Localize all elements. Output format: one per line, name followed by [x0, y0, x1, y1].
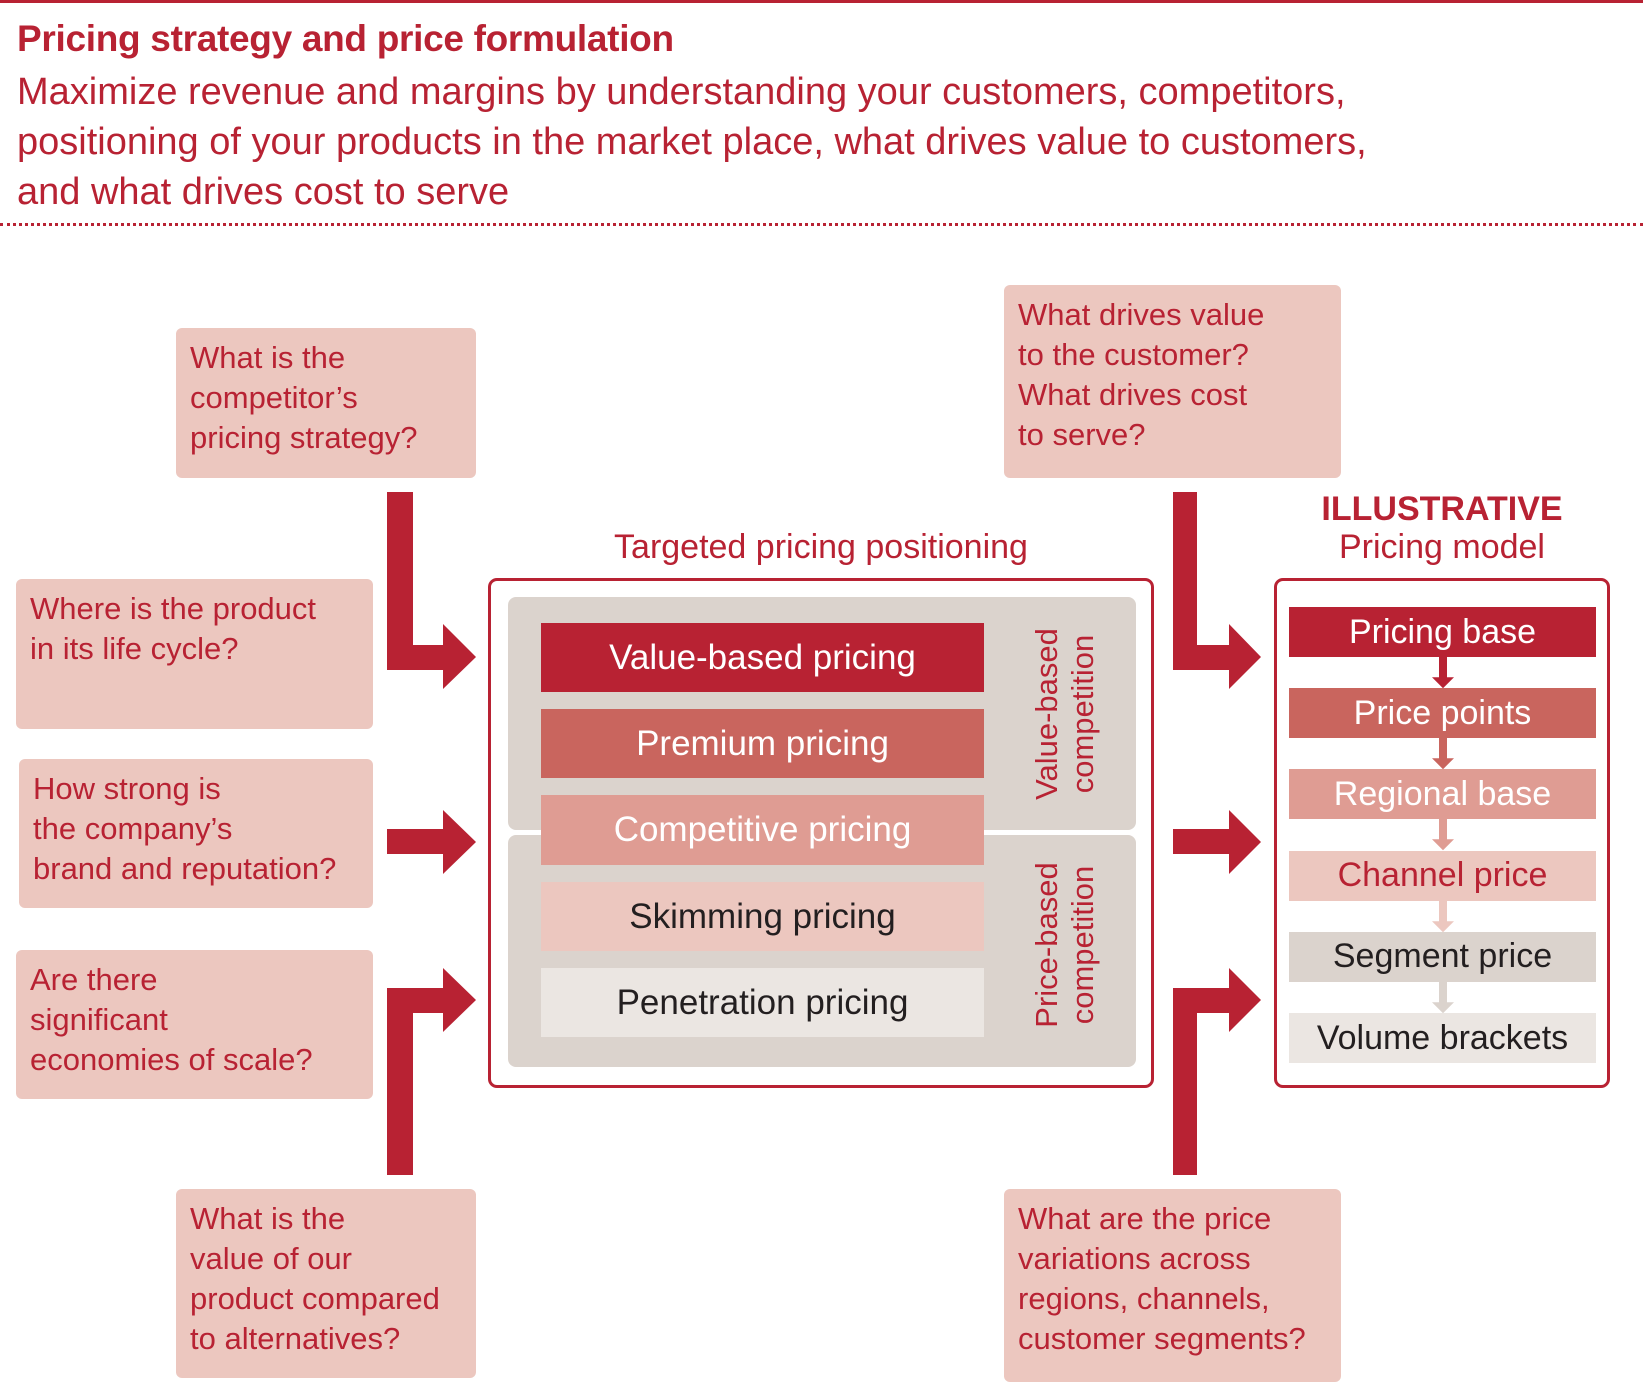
question-line: the company’s: [33, 811, 233, 846]
positioning-title: Targeted pricing positioning: [614, 528, 1028, 566]
question-line: regions, channels,: [1018, 1281, 1270, 1316]
subtitle-line: positioning of your products in the mark…: [17, 121, 1367, 163]
strategy-label: Premium pricing: [636, 723, 889, 763]
question-economies-of-scale: Are there significant economies of scale…: [16, 950, 373, 1099]
pricing-step-channel-price: Channel price: [1289, 850, 1596, 901]
price-based-competition-label: Price-based competition: [1029, 850, 1101, 1040]
strategy-premium: Premium pricing: [541, 709, 984, 778]
arrow-brand-to-positioning: [387, 810, 476, 874]
top-rule: [0, 0, 1643, 3]
strategy-skimming: Skimming pricing: [541, 882, 984, 951]
down-arrow-icon: [1431, 738, 1454, 770]
question-line: to the customer?: [1018, 337, 1249, 372]
question-line: What drives value: [1018, 297, 1265, 332]
arrow-variations-to-model: [1173, 968, 1261, 1175]
arrow-competitor-to-positioning: [387, 492, 476, 689]
question-line: competitor’s: [190, 380, 358, 415]
pricing-step-label: Price points: [1353, 693, 1532, 732]
question-life-cycle: Where is the product in its life cycle?: [16, 579, 373, 729]
down-arrow-icon: [1431, 657, 1454, 689]
pricing-step-pricing-base: Pricing base: [1289, 607, 1596, 657]
subtitle-line: and what drives cost to serve: [17, 171, 510, 213]
question-line: to alternatives?: [190, 1321, 401, 1356]
question-price-variations: What are the price variations across reg…: [1004, 1189, 1341, 1382]
question-line: brand and reputation?: [33, 851, 337, 886]
arrow-positioning-to-model: [1173, 810, 1261, 874]
page-title: Pricing strategy and price formulation: [17, 18, 674, 59]
dotted-divider: [0, 223, 1643, 226]
question-line: customer segments?: [1018, 1321, 1306, 1356]
strategy-label: Penetration pricing: [616, 982, 909, 1022]
arrow-drivers-to-model: [1173, 492, 1261, 689]
strategy-penetration: Penetration pricing: [541, 968, 984, 1037]
pricing-step-label: Regional base: [1333, 774, 1552, 813]
strategy-label: Skimming pricing: [629, 896, 896, 936]
group-label-line: competition: [1065, 634, 1100, 794]
down-arrow-icon: [1431, 900, 1454, 932]
subtitle-line: Maximize revenue and margins by understa…: [17, 71, 1346, 113]
pricing-model-title: Pricing model: [1339, 528, 1545, 566]
question-line: significant: [30, 1002, 168, 1037]
question-line: What is the: [190, 340, 346, 375]
question-line: How strong is: [33, 771, 221, 806]
pricing-step-segment-price: Segment price: [1289, 931, 1596, 982]
pricing-step-label: Volume brackets: [1316, 1018, 1569, 1057]
strategy-label: Competitive pricing: [613, 810, 912, 849]
question-line: Are there: [30, 962, 158, 997]
group-label-line: Price-based: [1029, 862, 1064, 1028]
question-line: economies of scale?: [30, 1042, 313, 1077]
question-line: What drives cost: [1018, 377, 1248, 412]
question-line: What are the price: [1018, 1201, 1272, 1236]
arrow-value-to-positioning: [387, 968, 476, 1175]
down-arrow-icon: [1431, 819, 1454, 851]
group-label-line: competition: [1065, 865, 1100, 1025]
question-line: What is the: [190, 1201, 346, 1236]
pricing-step-label: Channel price: [1337, 856, 1548, 895]
question-line: in its life cycle?: [30, 631, 239, 666]
group-label-line: Value-based: [1029, 628, 1064, 800]
strategy-value-based: Value-based pricing: [541, 623, 984, 692]
illustrative-tag: ILLUSTRATIVE: [1321, 490, 1563, 528]
question-value-and-cost-drivers: What drives value to the customer? What …: [1004, 285, 1341, 478]
page-subtitle: Maximize revenue and margins by understa…: [17, 67, 1617, 217]
pricing-step-label: Segment price: [1332, 937, 1553, 976]
question-line: product compared: [190, 1281, 440, 1316]
strategy-competitive: Competitive pricing: [541, 795, 984, 865]
question-line: Where is the product: [30, 591, 317, 626]
pricing-step-volume-brackets: Volume brackets: [1289, 1013, 1596, 1063]
pricing-step-price-points: Price points: [1289, 688, 1596, 739]
down-arrow-icon: [1431, 981, 1454, 1013]
pricing-step-regional-base: Regional base: [1289, 769, 1596, 820]
value-based-competition-label: Value-based competition: [1029, 619, 1101, 809]
question-line: value of our: [190, 1241, 352, 1276]
question-line: to serve?: [1018, 417, 1146, 452]
strategy-label: Value-based pricing: [609, 637, 916, 677]
question-brand-reputation: How strong is the company’s brand and re…: [19, 759, 373, 908]
question-line: variations across: [1018, 1241, 1251, 1276]
question-product-value: What is the value of our product compare…: [176, 1189, 476, 1378]
question-competitor-strategy: What is the competitor’s pricing strateg…: [176, 328, 476, 478]
pricing-step-label: Pricing base: [1348, 612, 1537, 651]
question-line: pricing strategy?: [190, 420, 418, 455]
